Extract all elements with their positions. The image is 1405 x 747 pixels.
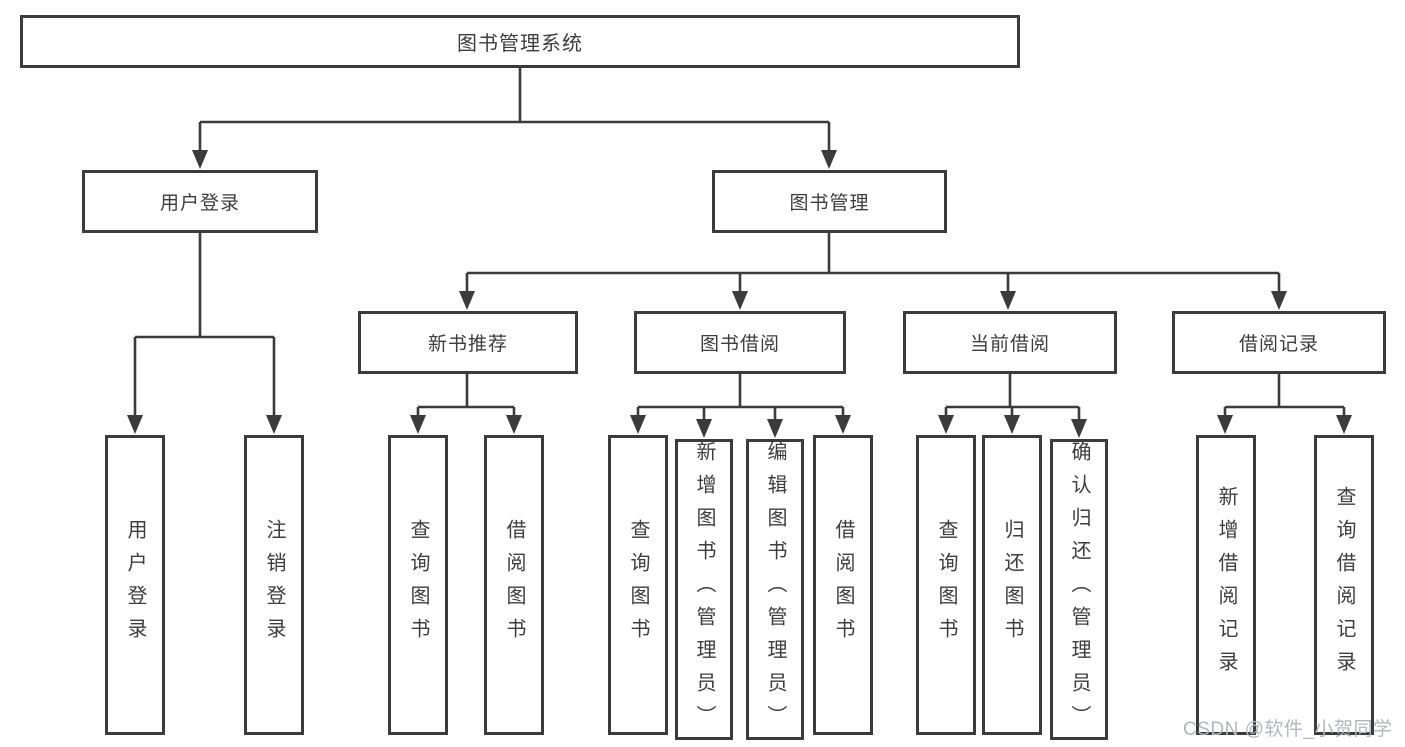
leaf-edit-book-admin: 编辑图书（管理员） xyxy=(746,439,804,740)
leaf-query-books-recommend: 查询图书 xyxy=(388,435,448,735)
leaf-borrow-books-recommend-label: 借阅图书 xyxy=(503,519,525,651)
node-new-book-recommend: 新书推荐 xyxy=(358,311,578,374)
connector-root-to-level2 xyxy=(192,68,837,169)
node-current-borrowing-label: 当前借阅 xyxy=(969,334,1050,355)
node-user-login: 用户登录 xyxy=(82,170,318,233)
node-book-borrowing: 图书借阅 xyxy=(634,311,846,374)
leaf-query-borrow-record: 查询借阅记录 xyxy=(1314,435,1374,735)
connector-current-borrow-to-leaves xyxy=(938,374,1087,438)
node-borrowing-records: 借阅记录 xyxy=(1172,311,1386,374)
node-borrowing-records-label: 借阅记录 xyxy=(1238,334,1319,355)
leaf-user-login-label: 用户登录 xyxy=(124,519,146,651)
node-current-borrowing: 当前借阅 xyxy=(903,311,1117,374)
leaf-edit-book-admin-label: 编辑图书（管理员） xyxy=(764,441,786,738)
leaf-borrow-books-recommend: 借阅图书 xyxy=(484,435,544,735)
leaf-borrow-books-borrow-label: 借阅图书 xyxy=(832,519,854,651)
leaf-confirm-return-admin-label: 确认归还（管理员） xyxy=(1068,441,1090,738)
leaf-logout-login: 注销登录 xyxy=(244,435,304,735)
leaf-query-borrow-record-label: 查询借阅记录 xyxy=(1333,486,1355,684)
leaf-query-books-current: 查询图书 xyxy=(916,435,976,735)
node-book-management: 图书管理 xyxy=(712,170,947,233)
watermark: CSDN @软件_小贺同学 xyxy=(1183,719,1393,740)
node-user-login-label: 用户登录 xyxy=(159,193,240,214)
leaf-add-book-admin: 新增图书（管理员） xyxy=(675,439,733,740)
leaf-add-book-admin-label: 新增图书（管理员） xyxy=(693,441,715,738)
node-book-borrowing-label: 图书借阅 xyxy=(699,334,780,355)
connector-new-book-to-leaves xyxy=(410,374,522,434)
node-library-system: 图书管理系统 xyxy=(20,15,1020,68)
leaf-logout-login-label: 注销登录 xyxy=(263,519,285,651)
leaf-return-books-label: 归还图书 xyxy=(1001,519,1023,651)
leaf-borrow-books-borrow: 借阅图书 xyxy=(813,435,873,735)
node-book-management-label: 图书管理 xyxy=(789,193,870,214)
leaf-add-borrow-record-label: 新增借阅记录 xyxy=(1215,486,1237,684)
leaf-add-borrow-record: 新增借阅记录 xyxy=(1196,435,1256,735)
connector-book-management-to-level3 xyxy=(459,233,1287,310)
node-new-book-recommend-label: 新书推荐 xyxy=(427,334,508,355)
leaf-query-books-borrow-label: 查询图书 xyxy=(627,519,649,651)
leaf-return-books: 归还图书 xyxy=(982,435,1042,735)
leaf-user-login: 用户登录 xyxy=(105,435,165,735)
leaf-confirm-return-admin: 确认归还（管理员） xyxy=(1050,439,1108,740)
leaf-query-books-borrow: 查询图书 xyxy=(608,435,668,735)
node-library-system-label: 图书管理系统 xyxy=(457,33,583,55)
leaf-query-books-current-label: 查询图书 xyxy=(935,519,957,651)
connector-book-borrow-to-leaves xyxy=(630,374,851,438)
connector-user-login-to-leaves xyxy=(127,233,282,434)
leaf-query-books-recommend-label: 查询图书 xyxy=(407,519,429,651)
connector-borrow-records-to-leaves xyxy=(1217,374,1352,434)
